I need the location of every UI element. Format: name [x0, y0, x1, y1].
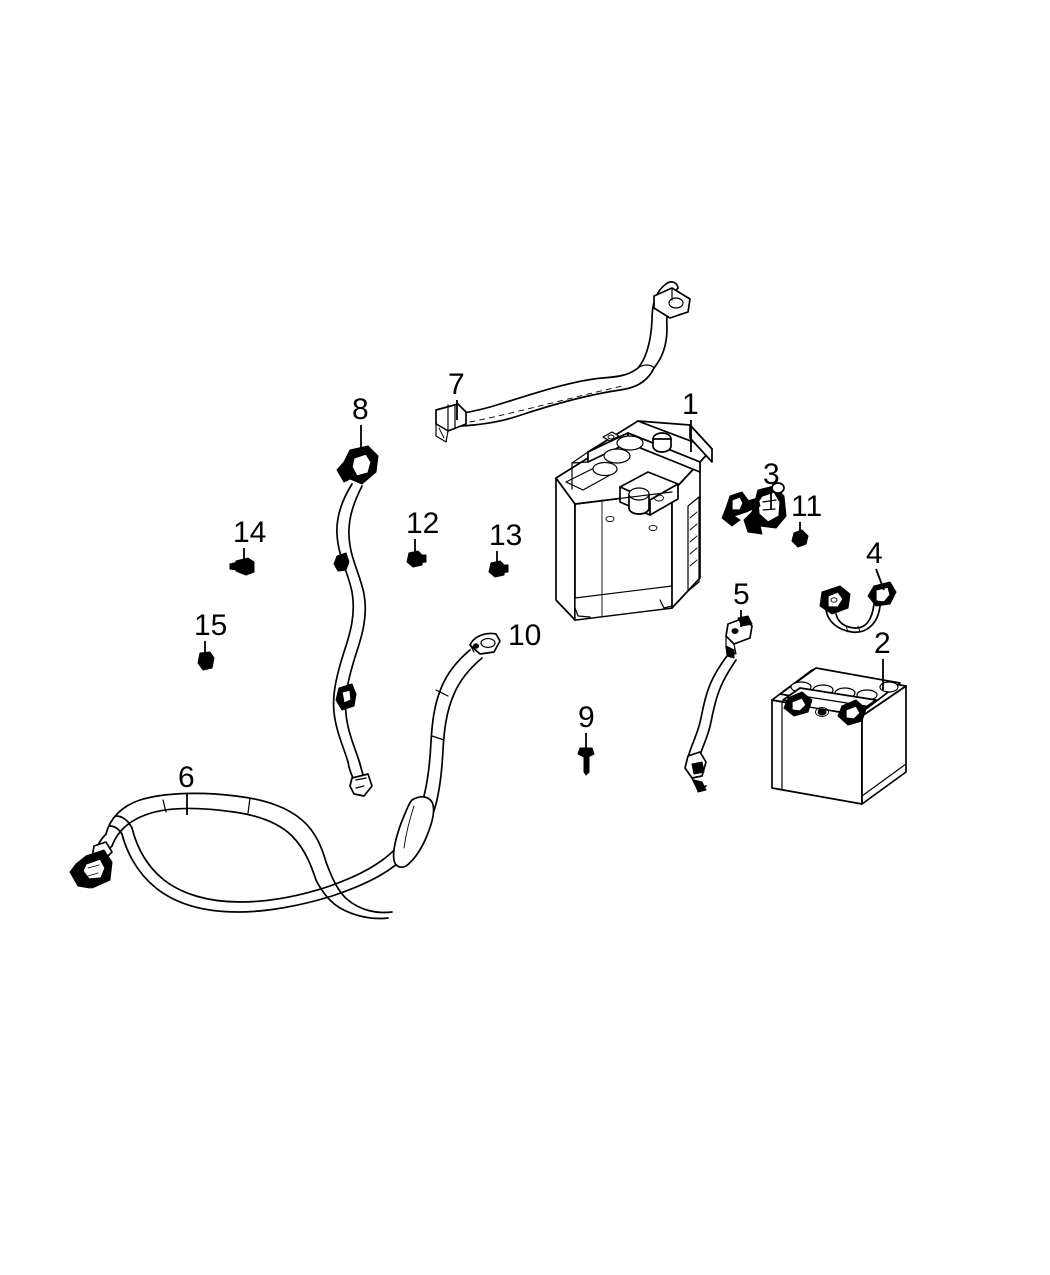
part-5-negative-cable [684, 615, 753, 793]
callout-label-9: 9 [578, 701, 595, 734]
callout-label-6: 6 [178, 761, 195, 794]
callout-label-11: 11 [791, 490, 823, 523]
part-13-bolt [488, 560, 509, 578]
part-8-harness-connector [332, 445, 379, 797]
callout-label-5: 5 [733, 578, 750, 611]
callout-label-10: 10 [508, 619, 542, 652]
part-3-terminal-sensor [721, 482, 787, 535]
part-9-stud [577, 747, 595, 776]
callout-label-1: 1 [682, 388, 699, 421]
callout-label-14: 14 [233, 516, 267, 549]
callout-label-3: 3 [763, 458, 780, 491]
leader-4 [875, 568, 885, 591]
part-1-battery-box [555, 420, 713, 621]
part-11-nut [791, 529, 809, 548]
callout-leader-lines [186, 400, 885, 815]
callout-label-7: 7 [448, 368, 465, 401]
part-10-ring-terminal-cable [109, 632, 501, 913]
callout-label-4: 4 [866, 537, 883, 570]
callout-label-2: 2 [874, 627, 891, 660]
callout-label-13: 13 [489, 519, 523, 552]
part-6-long-positive-cable [69, 792, 393, 920]
callout-label-15: 15 [194, 609, 228, 642]
part-4-jumper-cable [819, 581, 897, 634]
part-7-ground-cable [435, 281, 691, 443]
part-2-auxiliary-battery [771, 667, 907, 805]
part-12-bolt [406, 550, 427, 568]
callout-label-12: 12 [406, 507, 440, 540]
part-14-screw [229, 557, 255, 576]
part-15-nut [197, 651, 215, 671]
callout-label-8: 8 [352, 393, 369, 426]
